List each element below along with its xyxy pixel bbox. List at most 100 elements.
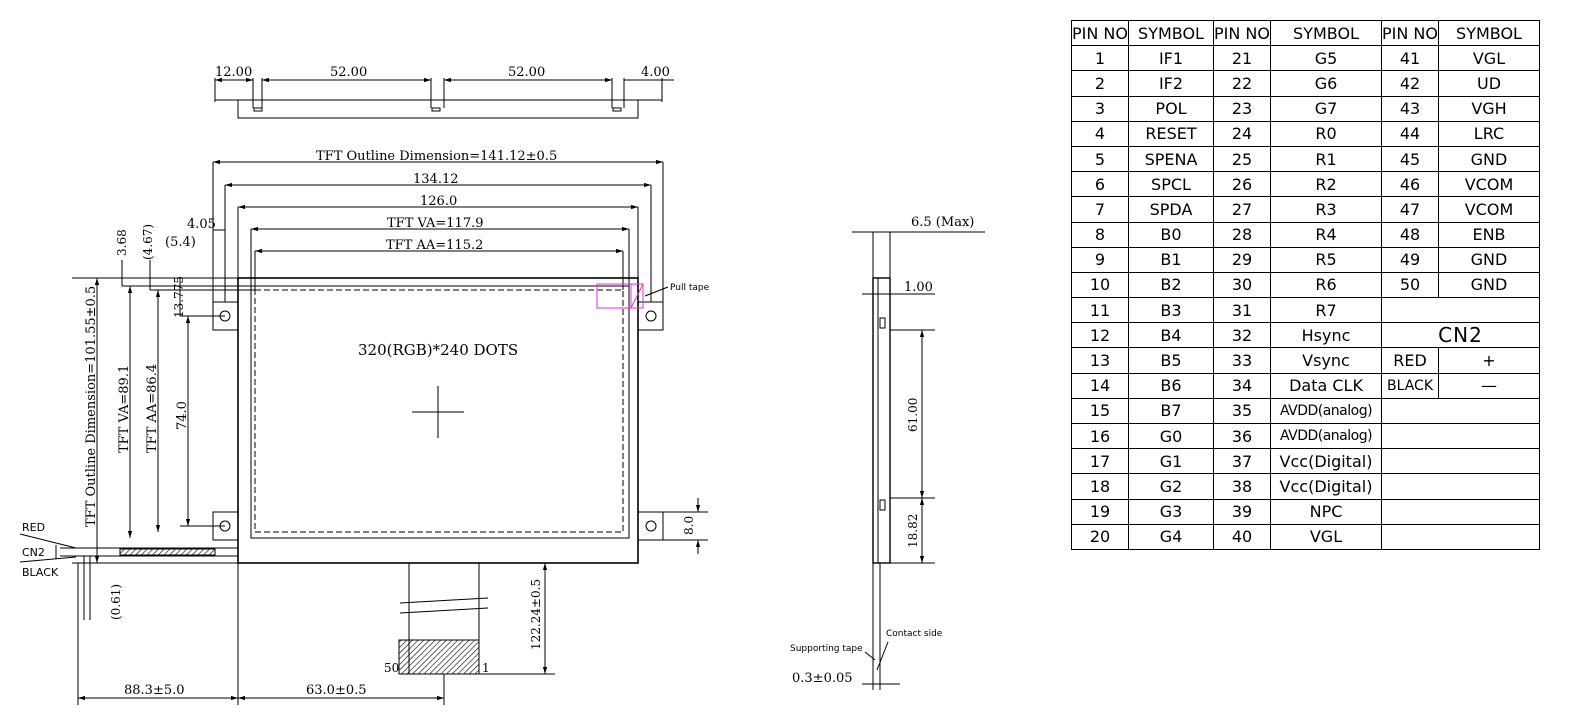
dim-13-775: 13.775	[172, 276, 186, 318]
table-cell: Vcc(Digital)	[1270, 448, 1382, 475]
table-cell: 48	[1381, 221, 1439, 248]
dim-5-4: (5.4)	[165, 235, 196, 250]
aa-height-label: TFT AA=86.4	[145, 364, 160, 453]
table-cell: IF2	[1128, 70, 1214, 97]
table-cell: 11	[1071, 297, 1129, 324]
table-cell: G1	[1128, 448, 1214, 475]
empty-cell	[1381, 473, 1540, 500]
dim-0-3: 0.3±0.05	[792, 671, 853, 686]
table-cell: GND	[1438, 271, 1540, 299]
outline-width-label: TFT Outline Dimension=141.12±0.5	[316, 149, 557, 164]
fpc-pin-1: 1	[482, 661, 490, 675]
table-cell: 32	[1213, 322, 1271, 349]
va-height-label: TFT VA=89.1	[117, 365, 132, 453]
table-cell: 36	[1213, 422, 1271, 450]
table-cell: R5	[1270, 246, 1382, 273]
table-cell: B5	[1128, 347, 1214, 374]
table-cell: R6	[1270, 271, 1382, 299]
table-cell: G2	[1128, 473, 1214, 500]
table-cell: LRC	[1438, 120, 1540, 147]
table-cell: 17	[1071, 448, 1129, 475]
table-cell: Hsync	[1270, 322, 1382, 349]
table-cell: 30	[1213, 271, 1271, 299]
table-cell: Vsync	[1270, 347, 1382, 374]
table-cell: R7	[1270, 297, 1382, 324]
table-cell: RESET	[1128, 120, 1214, 147]
dim-4-05: 4.05	[187, 217, 216, 232]
dim-122-24: 122.24±0.5	[529, 579, 543, 650]
table-cell: 42	[1381, 70, 1439, 97]
mechanical-drawing: 12.00 52.00 52.00 4.00 TFT Outline Dimen…	[19, 65, 985, 705]
table-cell: G6	[1270, 70, 1382, 97]
supporting-tape-label: Supporting tape	[790, 644, 863, 654]
table-cell: R4	[1270, 221, 1382, 248]
table-cell: B1	[1128, 246, 1214, 273]
table-cell: 25	[1213, 145, 1271, 173]
va-width-label: TFT VA=117.9	[387, 216, 484, 231]
table-cell: VGL	[1270, 523, 1382, 550]
table-cell: 18	[1071, 473, 1129, 500]
table-cell: IF1	[1128, 45, 1214, 72]
table-cell: 38	[1213, 473, 1271, 500]
table-cell: AVDD(analog)	[1270, 397, 1382, 425]
table-cell: VCOM	[1438, 196, 1540, 223]
dim-63-0: 63.0±0.5	[306, 683, 367, 698]
table-cell: 29	[1213, 246, 1271, 273]
dim-8-0: 8.0	[682, 516, 696, 535]
table-cell: G4	[1128, 523, 1214, 550]
dim-0-61: (0.61)	[109, 584, 123, 620]
table-cell: 3	[1071, 95, 1129, 122]
top-view	[214, 77, 674, 119]
table-cell: VGH	[1438, 95, 1540, 122]
header-pin-no-3: PIN NO	[1381, 19, 1439, 47]
table-cell: 2	[1071, 70, 1129, 97]
table-cell: SPCL	[1128, 171, 1214, 198]
table-cell: AVDD(analog)	[1270, 422, 1382, 450]
table-cell: POL	[1128, 95, 1214, 122]
table-cell: 6	[1071, 171, 1129, 198]
table-cell: 46	[1381, 171, 1439, 198]
pin-table-header: PIN NO SYMBOL PIN NO SYMBOL PIN NO SYMBO…	[1071, 19, 1540, 47]
table-cell: 50	[1381, 271, 1439, 299]
table-cell: 49	[1381, 246, 1439, 273]
cable-red-label: RED	[22, 521, 45, 534]
cn2-black: BLACK	[1381, 372, 1439, 399]
dim-3-68: 3.68	[115, 229, 129, 256]
header-symbol-1: SYMBOL	[1128, 19, 1214, 47]
cn2-title: CN2	[1381, 322, 1540, 348]
table-cell: B4	[1128, 322, 1214, 349]
empty-cell	[1381, 397, 1540, 425]
contact-side-label: Contact side	[886, 629, 943, 639]
table-cell: 4	[1071, 120, 1129, 147]
table-cell: B3	[1128, 297, 1214, 324]
dim-52-00-a: 52.00	[330, 65, 367, 80]
table-cell: G5	[1270, 45, 1382, 72]
resolution-label: 320(RGB)*240 DOTS	[358, 341, 518, 359]
table-cell: 24	[1213, 120, 1271, 147]
pin-assignment-table: PIN NO SYMBOL PIN NO SYMBOL PIN NO SYMBO…	[1071, 19, 1540, 550]
table-cell: GND	[1438, 246, 1540, 273]
table-cell: G3	[1128, 498, 1214, 525]
pull-tape-label: Pull tape	[670, 283, 710, 293]
side-view	[852, 231, 985, 690]
table-cell: 15	[1071, 397, 1129, 425]
dim-4-00: 4.00	[641, 65, 670, 80]
aa-width-label: TFT AA=115.2	[386, 238, 483, 253]
dim-1-00: 1.00	[904, 280, 933, 295]
table-cell: 47	[1381, 196, 1439, 223]
table-cell: SPENA	[1128, 145, 1214, 173]
table-cell: R3	[1270, 196, 1382, 223]
table-cell: 1	[1071, 45, 1129, 72]
empty-cell	[1381, 297, 1540, 324]
table-cell: 13	[1071, 347, 1129, 374]
